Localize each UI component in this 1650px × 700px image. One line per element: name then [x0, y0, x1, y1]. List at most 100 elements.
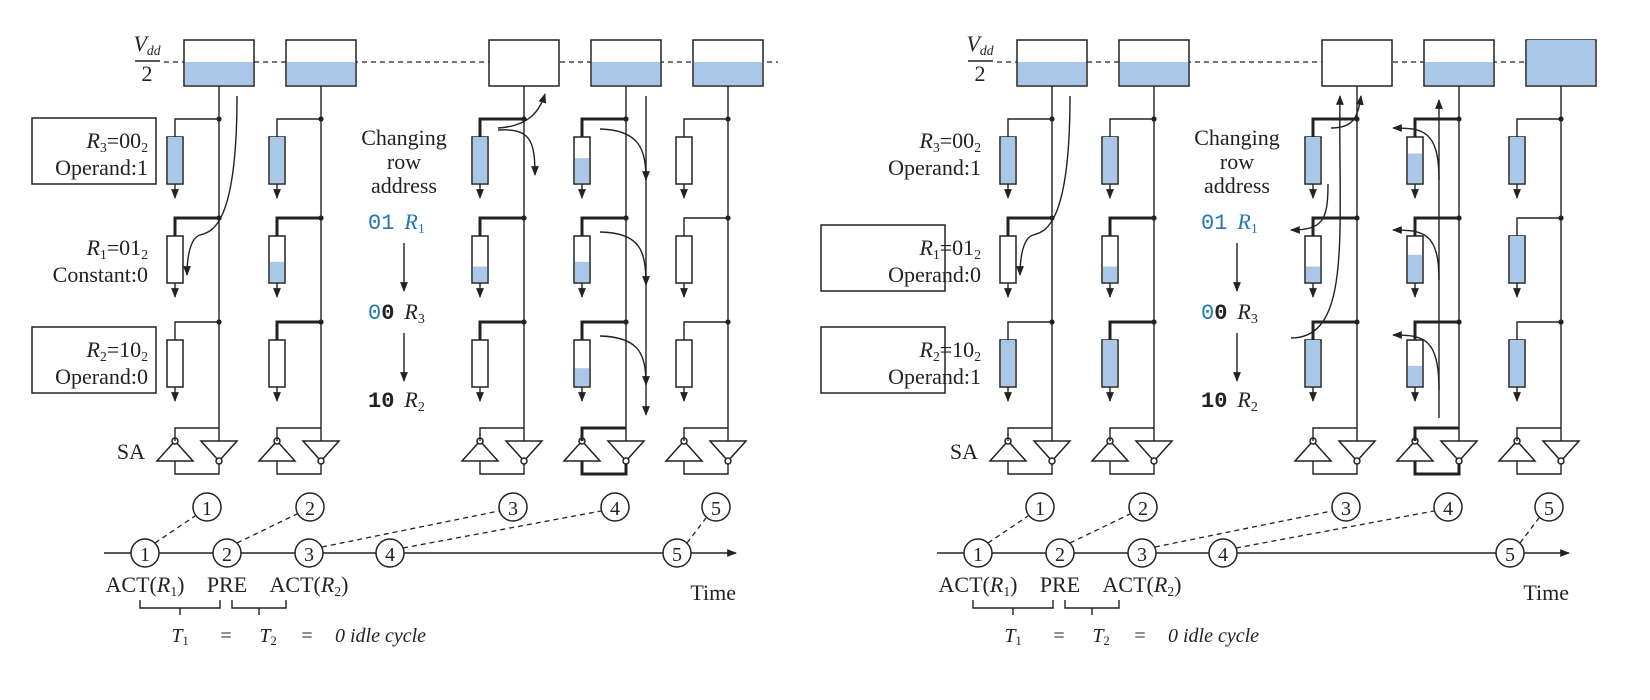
step-marker-top-5 [1534, 492, 1564, 522]
idle-cycle-note: 0 idle cycle [1168, 625, 1259, 647]
step-number-top-4: 4 [1443, 498, 1453, 520]
column-2-sense-amp-right [301, 440, 341, 463]
column-1-cell-row2-capacitor [999, 235, 1017, 284]
changing-row-address-label: row [1220, 149, 1254, 174]
step-number-top-1: 1 [202, 498, 212, 520]
equals-sign: = [1134, 625, 1145, 647]
column-3-sense-amp-right-bubble [520, 457, 528, 465]
column-5-cell-row1-wire [1516, 118, 1561, 137]
vdd-denominator: 2 [975, 61, 986, 86]
column-2-sense-amp-bottom-link [1109, 461, 1155, 475]
column-3-sense-amp-top-link [479, 427, 524, 441]
column-1-cell-row1-charge [1001, 137, 1015, 183]
column-1-cell-row3-node [1049, 319, 1055, 325]
column-2-sense-amp-right [1134, 440, 1174, 463]
interval-t2: T2 [1092, 625, 1109, 648]
column-4-cell-row2-charge [575, 261, 589, 282]
step-connector [321, 510, 500, 548]
column-1-cell-row2-wire [1006, 216, 1052, 236]
charge-flow-arrow [1290, 95, 1344, 339]
step-number-timeline-5: 5 [672, 544, 682, 566]
column-1-cell-row3-charge [1001, 340, 1015, 386]
step-number-top-5: 5 [711, 498, 721, 520]
column-5-bank-fill [694, 62, 762, 85]
column-1-cell-row1-node [1049, 116, 1055, 122]
column-4-cell-row3-wire [580, 320, 626, 340]
step-connector [1519, 517, 1540, 544]
column-1-cell-row3-wire [1007, 321, 1052, 340]
column-4-sense-amp-right-bubble [1455, 457, 1463, 465]
column-3-cell-row2-charge [1306, 266, 1320, 282]
step-number-top-4: 4 [610, 498, 620, 520]
column-2-cell-row3-wire [1108, 320, 1154, 340]
column-5-sense-amp-bottom-link [1516, 461, 1562, 475]
column-1-bank-fill [1018, 62, 1086, 85]
step-marker-top-4 [1433, 492, 1463, 522]
column-3-cell-row3-capacitor [471, 339, 489, 388]
changing-row-address-label: Changing [1194, 125, 1280, 150]
column-5-cell-row2-wire [683, 217, 728, 236]
column-2-cell-row3-node [318, 319, 324, 325]
column-3-sense-amp-right [1337, 440, 1377, 463]
column-3-cell-row2-charge [473, 266, 487, 282]
column-3-cell-row3-node [1354, 319, 1360, 325]
column-2-bank-fill [1120, 62, 1188, 85]
step-number-timeline-1: 1 [973, 544, 983, 566]
step-number-top-2: 2 [1138, 498, 1148, 520]
column-4-cell-row2-wire [1413, 216, 1459, 236]
column-5-cell-row1-node [725, 116, 731, 122]
step-number-timeline-5: 5 [1505, 544, 1515, 566]
column-1-cell-row2-capacitor [166, 235, 184, 284]
column-1-sense-amp-top-link [174, 427, 219, 441]
column-4-sense-amp-bottom-link [1413, 461, 1461, 476]
step-connector [236, 513, 298, 544]
step-marker-timeline-5 [662, 538, 692, 568]
column-5-cell-row1-wire [683, 118, 728, 137]
column-1-cell-row1-charge [168, 137, 182, 183]
step-marker-top-5 [701, 492, 731, 522]
column-4-sense-amp-top-link [580, 426, 626, 441]
column-4-cell-row3-wire [1413, 320, 1459, 340]
column-2-sense-amp-bottom-link [276, 461, 322, 475]
column-5-cell-row3-charge [1510, 340, 1524, 386]
time-label: Time [1523, 580, 1569, 605]
column-2-cell-row3-node [1151, 319, 1157, 325]
charge-flow-arrow [497, 93, 547, 129]
column-1-cell-row1-node [216, 116, 222, 122]
column-2-cell-row2-wire [1108, 216, 1154, 236]
column-3-cell-row3-wire [1311, 320, 1357, 340]
step-number-timeline-3: 3 [1137, 544, 1147, 566]
column-2-sense-amp-top-link [1109, 427, 1154, 441]
column-4-cell-row1-node [623, 116, 629, 122]
column-1-cell-row3-capacitor [166, 339, 184, 388]
column-3-sense-amp-right-bubble [1353, 457, 1361, 465]
column-5-sense-amp-top-link [683, 427, 728, 441]
row-label-2: R1=012 [86, 235, 149, 262]
column-1-bank-fill [185, 62, 253, 85]
step-number-top-3: 3 [1341, 498, 1351, 520]
column-3-sense-amp-bottom-link [479, 461, 525, 475]
column-5-sense-amp-bottom-link [683, 461, 729, 475]
changing-row-address-label: row [387, 149, 421, 174]
column-2-cell-row2-charge [1103, 266, 1117, 282]
column-3-cell-row1-charge [1306, 137, 1320, 183]
column-4-cell-row3-node [1456, 319, 1462, 325]
column-3-cell-row1-charge [473, 137, 487, 183]
column-2-cell-row3-capacitor [268, 339, 286, 388]
column-2-cell-row3-charge [1103, 340, 1117, 386]
column-5-cell-row2-node [1558, 215, 1564, 221]
activate-r2-label: ACT(R2) [270, 572, 349, 599]
column-2-sense-amp-top-link [276, 427, 321, 441]
column-3-cell-row1-wire [1311, 117, 1357, 137]
column-1-cell-row1-wire [174, 118, 219, 137]
column-3-cell-row2-node [1354, 215, 1360, 221]
step-marker-timeline-3 [294, 538, 324, 568]
step-number-top-1: 1 [1035, 498, 1045, 520]
step-number-top-2: 2 [305, 498, 315, 520]
equals-sign: = [220, 625, 231, 647]
column-3-bank [488, 39, 560, 87]
column-1-sense-amp-bottom-link [174, 461, 220, 475]
step-connector [686, 517, 707, 544]
